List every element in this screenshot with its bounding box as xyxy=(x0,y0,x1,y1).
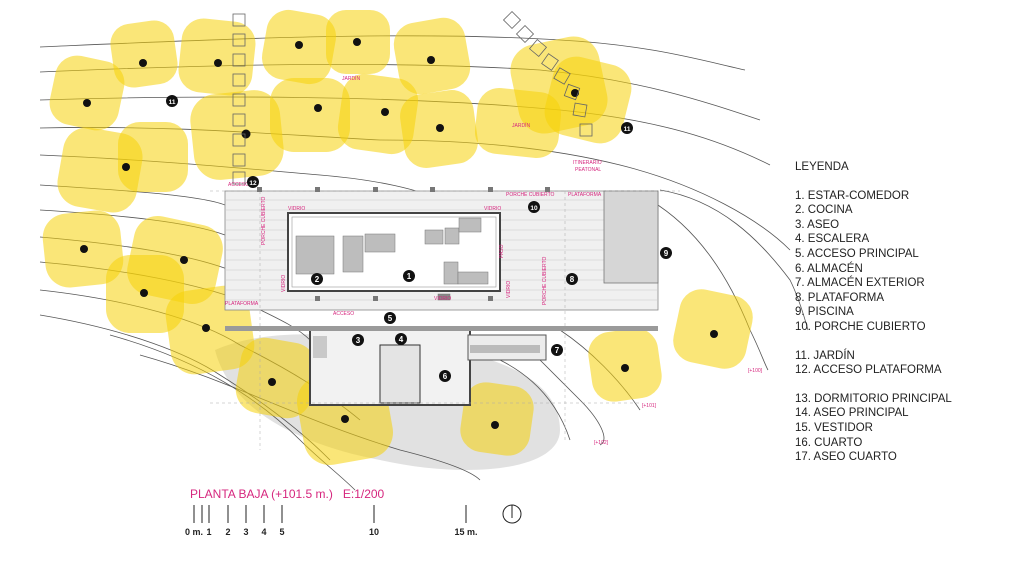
label-itinerario: ITINERARIO xyxy=(573,160,602,166)
svg-text:9: 9 xyxy=(664,249,669,258)
legend-item: 17. ASEO CUARTO xyxy=(795,451,897,464)
plan-title: PLANTA BAJA (+101.5 m.) E:1/200 xyxy=(190,487,384,501)
legend-item: 10. PORCHE CUBIERTO xyxy=(795,320,926,333)
label-acceso-bottom: ACCESO xyxy=(333,311,354,317)
legend-item: 13. DORMITORIO PRINCIPAL xyxy=(795,392,952,405)
svg-text:12: 12 xyxy=(249,180,257,187)
svg-text:11: 11 xyxy=(624,126,631,133)
marker-4: 4 xyxy=(395,333,407,345)
marker-10: 10 xyxy=(528,201,540,213)
label-porche-cubierto-left: PORCHE CUBIERTO xyxy=(261,196,267,245)
marker-11-right: 11 xyxy=(621,122,633,134)
label-jardin-2: JARDÍN xyxy=(512,122,530,129)
label-peatonal: PEATONAL xyxy=(575,167,601,173)
marker-6: 6 xyxy=(439,370,451,382)
legend-title: LEYENDA xyxy=(795,161,849,173)
pool xyxy=(603,190,659,284)
north-arrow-icon xyxy=(502,504,522,524)
scale-tick-1: 1 xyxy=(206,527,211,537)
svg-text:8: 8 xyxy=(570,275,575,284)
legend-item: 4. ESCALERA xyxy=(795,233,870,246)
marker-11-left: 11 xyxy=(166,95,178,107)
legend-item: 16. CUARTO xyxy=(795,436,863,449)
scale-tick-3: 3 xyxy=(243,527,248,537)
label-porche-cubierto-right: PORCHE CUBIERTO xyxy=(542,256,548,305)
legend-item: 7. ALMACÉN EXTERIOR xyxy=(795,277,925,290)
legend-item: 8. PLATAFORMA xyxy=(795,291,885,304)
marker-8: 8 xyxy=(566,273,578,285)
svg-text:11: 11 xyxy=(169,99,176,106)
furniture xyxy=(295,217,489,301)
label-plataforma-left: PLATAFORMA xyxy=(225,301,259,307)
marker-7: 7 xyxy=(551,344,563,356)
marker-9: 9 xyxy=(660,247,672,259)
scale-tick-10: 10 xyxy=(369,527,379,537)
scale-tick-15: 15 m. xyxy=(454,527,477,537)
house-plan xyxy=(210,187,680,450)
svg-text:6: 6 xyxy=(443,372,448,381)
stair xyxy=(379,344,421,404)
legend-item: 5. ACCESO PRINCIPAL xyxy=(795,247,919,260)
svg-text:5: 5 xyxy=(388,314,393,323)
label-plataforma-top: PLATAFORMA xyxy=(568,192,602,198)
label-vidrio-right: VIDRIO xyxy=(506,281,512,298)
marker-12: 12 xyxy=(247,176,259,188)
legend: LEYENDA 1. ESTAR-COMEDOR 2. COCINA 3. AS… xyxy=(795,160,1015,465)
scale-tick-2: 2 xyxy=(225,527,230,537)
tree-trunks xyxy=(80,38,718,429)
label-vidrio-bottom: VIDRIO xyxy=(434,296,451,302)
plan-title-text: PLANTA BAJA (+101.5 m.) xyxy=(190,487,333,501)
svg-text:2: 2 xyxy=(315,275,320,284)
label-level-1: [+100] xyxy=(748,368,763,374)
legend-item: 2. COCINA xyxy=(795,204,853,217)
marker-3: 3 xyxy=(352,334,364,346)
legend-item: 12. ACCESO PLATAFORMA xyxy=(795,364,942,377)
svg-text:7: 7 xyxy=(555,346,560,355)
label-level-2: [+101] xyxy=(642,403,657,409)
legend-item: 14. ASEO PRINCIPAL xyxy=(795,407,909,420)
label-level-3: [+102] xyxy=(594,440,609,446)
legend-item: 9. PISCINA xyxy=(795,306,854,319)
room-markers: 1 2 3 4 5 6 7 8 9 10 11 11 12 xyxy=(166,95,672,382)
legend-item: 1. ESTAR-COMEDOR xyxy=(795,189,910,202)
scale-tick-5: 5 xyxy=(279,527,284,537)
svg-text:3: 3 xyxy=(356,336,361,345)
scale-bar xyxy=(193,505,467,523)
label-porche-cubierto-top: PORCHE CUBIERTO xyxy=(506,192,555,198)
plan-scale: E:1/200 xyxy=(342,487,385,501)
legend-item: 3. ASEO xyxy=(795,218,840,231)
scale-labels: 0 m. 1 2 3 4 5 10 15 m. xyxy=(185,527,478,537)
label-paso: PASO xyxy=(499,244,505,258)
label-vidrio-top-right: VIDRIO xyxy=(484,206,501,212)
label-acceso-top: ACCESO xyxy=(228,182,249,188)
marker-5: 5 xyxy=(384,312,396,324)
label-jardin-1: JARDÍN xyxy=(342,75,360,82)
marker-2: 2 xyxy=(311,273,323,285)
legend-item: 15. VESTIDOR xyxy=(795,421,873,434)
legend-item: 11. JARDÍN xyxy=(795,349,855,362)
scale-tick-0: 0 m. xyxy=(185,527,203,537)
marker-1: 1 xyxy=(403,270,415,282)
scale-tick-4: 4 xyxy=(261,527,266,537)
svg-text:4: 4 xyxy=(399,335,404,344)
stepping-stones xyxy=(232,10,593,185)
label-vidrio-top-left: VIDRIO xyxy=(288,206,305,212)
svg-text:1: 1 xyxy=(407,272,412,281)
svg-text:10: 10 xyxy=(530,205,538,212)
annotations: JARDÍN JARDÍN ITINERARIO PEATONAL ACCESO… xyxy=(225,75,763,446)
legend-item: 6. ALMACÉN xyxy=(795,262,863,275)
label-vidrio-left: VIDRIO xyxy=(281,275,287,292)
